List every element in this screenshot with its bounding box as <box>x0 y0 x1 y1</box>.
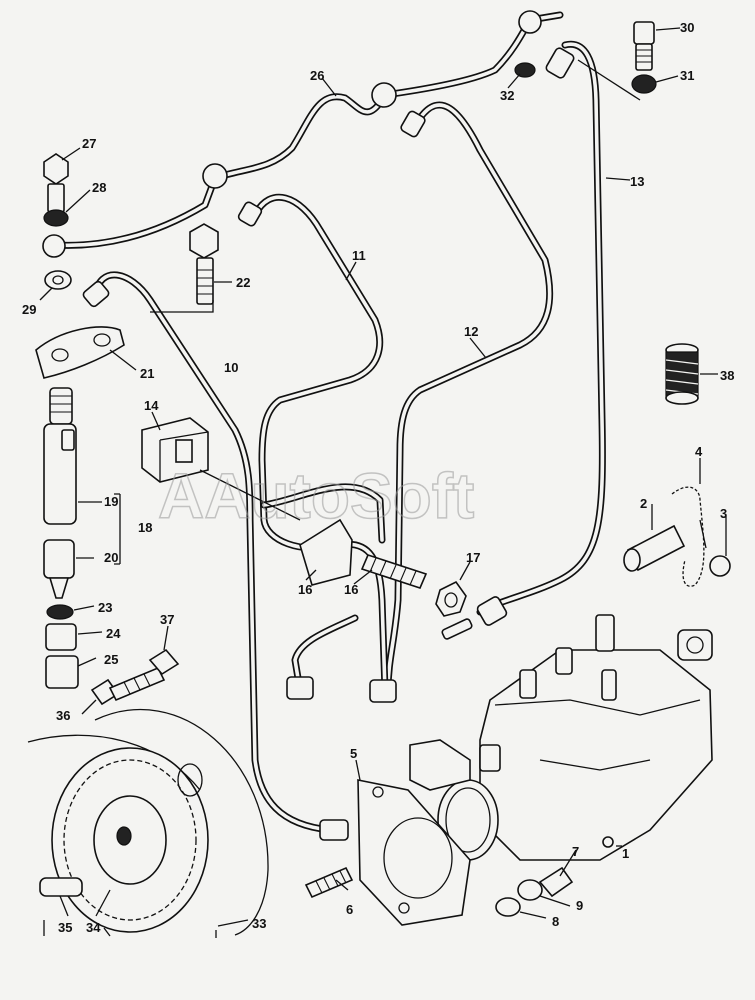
washer-8 <box>495 897 521 917</box>
lock-washer-37 <box>148 648 180 676</box>
label-25: 25 <box>104 652 118 667</box>
pipe-nut-right <box>369 679 397 703</box>
label-19: 19 <box>104 494 118 509</box>
threaded-rod-16 <box>360 554 428 589</box>
washer-32 <box>514 62 536 78</box>
label-36: 36 <box>56 708 70 723</box>
label-30: 30 <box>680 20 694 35</box>
label-17: 17 <box>466 550 480 565</box>
nut-17 <box>435 580 467 617</box>
filter-block-14 <box>141 417 209 483</box>
bolt-22 <box>189 223 219 305</box>
label-11: 11 <box>352 248 366 263</box>
gear-housing-outline <box>94 709 269 936</box>
part-labels: 1 2 3 4 5 6 7 8 9 10 11 12 13 14 16 16 1… <box>22 20 734 935</box>
label-21: 21 <box>140 366 154 381</box>
flange-gasket-5 <box>357 779 471 926</box>
label-6: 6 <box>346 902 353 917</box>
banjo-bolt-30 <box>633 21 655 71</box>
injector-clamp-21 <box>35 326 125 379</box>
bolt-27 <box>43 153 69 213</box>
pin-2 <box>623 524 686 572</box>
label-12: 12 <box>464 324 478 339</box>
label-38: 38 <box>720 368 734 383</box>
label-7: 7 <box>572 844 579 859</box>
pipe-nut-left <box>286 676 314 700</box>
label-8: 8 <box>552 914 559 929</box>
label-14: 14 <box>144 398 159 413</box>
label-4: 4 <box>695 444 703 459</box>
label-31: 31 <box>680 68 694 83</box>
seal-25 <box>45 655 79 689</box>
label-37: 37 <box>160 612 174 627</box>
gear-shaft-35 <box>39 877 83 897</box>
label-9: 9 <box>576 898 583 913</box>
washer-31 <box>631 74 657 94</box>
label-3: 3 <box>720 506 727 521</box>
drive-gear <box>27 709 269 936</box>
pipe-nuts <box>82 47 575 841</box>
nozzle-20 <box>43 539 75 599</box>
washer-23 <box>46 604 74 620</box>
washer-28 <box>43 209 69 227</box>
label-34: 34 <box>86 920 101 935</box>
nut-7 <box>538 866 574 898</box>
leader-lines <box>39 27 727 927</box>
washer-29 <box>44 270 72 290</box>
label-13: 13 <box>630 174 644 189</box>
label-27: 27 <box>82 136 96 151</box>
watermark-text: AAutoSoft <box>158 460 474 532</box>
label-1: 1 <box>622 846 629 861</box>
washer-9 <box>517 879 543 901</box>
label-2: 2 <box>640 496 647 511</box>
label-28: 28 <box>92 180 106 195</box>
label-33: 33 <box>252 916 266 931</box>
label-16b: 16 <box>344 582 358 597</box>
label-23: 23 <box>98 600 112 615</box>
injection-pump-body <box>409 614 713 861</box>
label-5: 5 <box>350 746 357 761</box>
label-32: 32 <box>500 88 514 103</box>
label-18: 18 <box>138 520 152 535</box>
clip-3 <box>709 555 731 577</box>
spring-38 <box>665 343 699 405</box>
sleeve-24 <box>45 623 77 651</box>
label-20: 20 <box>104 550 118 565</box>
label-22: 22 <box>236 275 250 290</box>
label-24: 24 <box>106 626 121 641</box>
label-35: 35 <box>58 920 72 935</box>
bolt-36 <box>90 666 166 706</box>
label-29: 29 <box>22 302 36 317</box>
label-26: 26 <box>310 68 324 83</box>
label-10: 10 <box>224 360 238 375</box>
injector-19 <box>43 387 77 525</box>
stud-6 <box>304 866 354 899</box>
pipe-clamp-16 <box>299 518 353 586</box>
label-16a: 16 <box>298 582 312 597</box>
spring-clip-4 <box>671 486 705 587</box>
